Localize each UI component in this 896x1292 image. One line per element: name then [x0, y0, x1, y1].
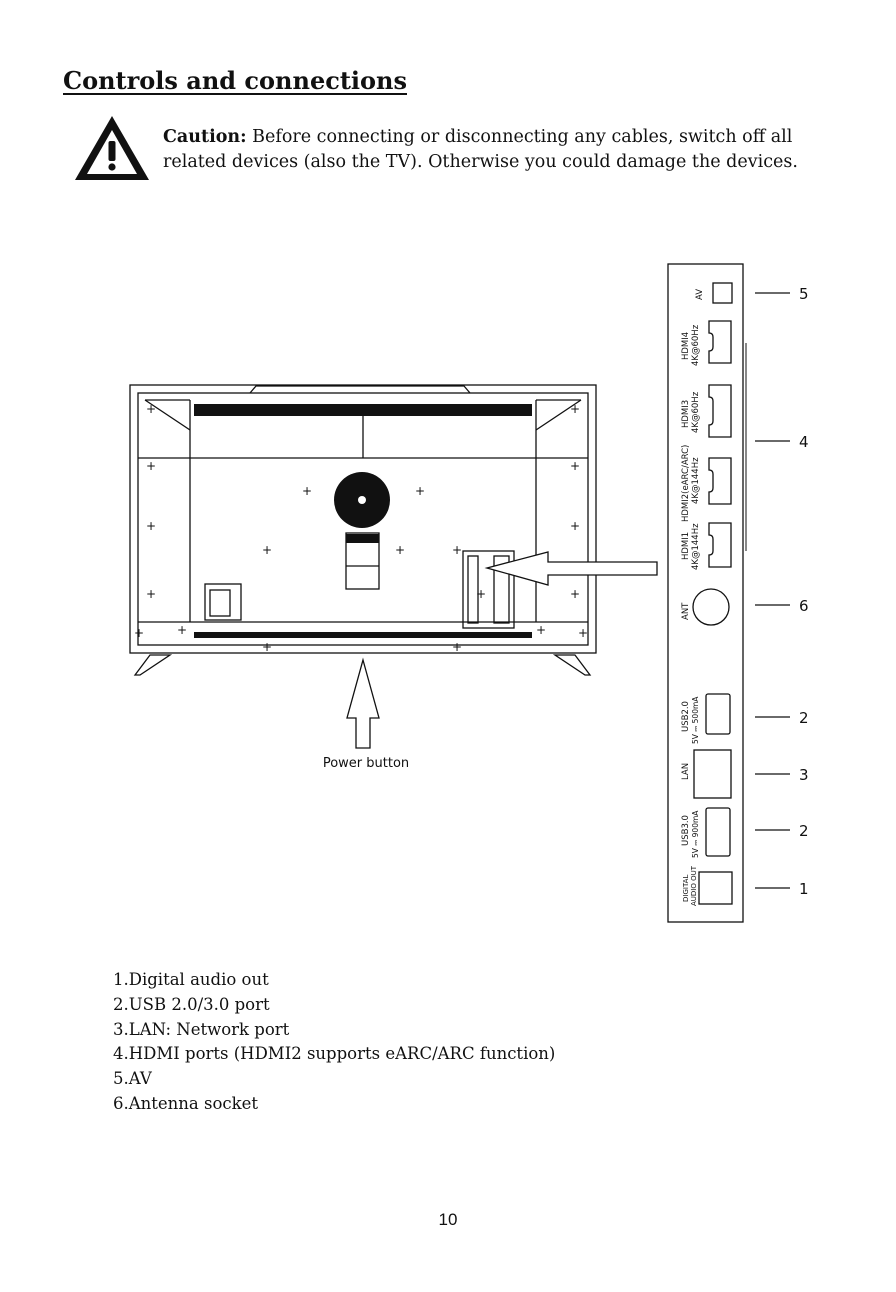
- svg-text:+: +: [262, 640, 272, 654]
- power-button-label: Power button: [323, 756, 409, 771]
- svg-text:+: +: [146, 519, 156, 533]
- legend-item: 2.USB 2.0/3.0 port: [113, 994, 270, 1014]
- callout-2b: 2: [799, 822, 809, 840]
- svg-text:+: +: [415, 484, 425, 498]
- hdmi1-port: [708, 522, 732, 568]
- svg-text:+: +: [302, 484, 312, 498]
- hdmi2-label: HDMI2(eARC/ARC): [681, 445, 691, 522]
- svg-text:+: +: [146, 402, 156, 416]
- callout-3: 3: [799, 766, 809, 784]
- port-panel: AV HDMI4 4K@60Hz HDMI3 4K@60Hz HDMI2(eAR…: [667, 263, 744, 923]
- tv-rear-diagram: + + + + + + + + + + + + + + + + + + + + Power butt…: [129, 263, 809, 923]
- legend-item: 3.LAN: Network port: [113, 1019, 290, 1039]
- antenna-socket: [692, 588, 730, 626]
- digital-label: DIGITAL: [682, 875, 690, 902]
- svg-text:+: +: [177, 623, 187, 637]
- svg-text:+: +: [570, 519, 580, 533]
- svg-text:+: +: [452, 543, 462, 557]
- usb30-spec: 5V ⎓ 900mA: [691, 810, 700, 858]
- hdmi1-spec: 4K@144Hz: [691, 523, 701, 570]
- caution-note: Caution: Before connecting or disconnect…: [163, 125, 833, 175]
- digital-audio-port: [698, 871, 733, 905]
- legend-item: 5.AV: [113, 1069, 152, 1089]
- svg-text:+: +: [476, 587, 486, 601]
- usb20-spec: 5V ⎓ 500mA: [691, 696, 700, 744]
- caution-body: Before connecting or disconnecting any c…: [163, 127, 798, 172]
- svg-text:+: +: [134, 626, 144, 640]
- av-label: AV: [695, 289, 705, 300]
- hdmi3-port: [708, 384, 732, 438]
- callout-4: 4: [799, 433, 809, 451]
- usb20-port: [705, 693, 731, 735]
- hdmi4-port: [708, 320, 732, 364]
- caution-label: Caution:: [163, 127, 247, 147]
- usb30-port: [705, 807, 731, 857]
- legend-item: 6.Antenna socket: [113, 1093, 259, 1113]
- callout-1: 1: [799, 880, 809, 898]
- callout-2a: 2: [799, 709, 809, 727]
- callout-6: 6: [799, 597, 809, 615]
- svg-text:+: +: [146, 459, 156, 473]
- hdmi3-label: HDMI3: [681, 400, 691, 428]
- tv-back-outline: [129, 384, 597, 676]
- screw-markers: + + + + + + + + + + + + + + + + + + + +: [134, 402, 588, 654]
- svg-text:+: +: [570, 587, 580, 601]
- page-number: 10: [438, 1210, 458, 1229]
- svg-text:+: +: [452, 640, 462, 654]
- callout-lines: [755, 292, 790, 889]
- legend-item: 4.HDMI ports (HDMI2 supports eARC/ARC fu…: [113, 1044, 556, 1064]
- hdmi4-spec: 4K@60Hz: [691, 324, 701, 366]
- svg-text:+: +: [578, 626, 588, 640]
- port-zoom-arrow: [484, 551, 658, 586]
- hdmi2-port: [708, 457, 732, 505]
- hdmi2-spec: 4K@144Hz: [691, 457, 701, 504]
- legend-item: 1.Digital audio out: [113, 970, 269, 989]
- port-legend: 1.Digital audio out 2.USB 2.0/3.0 port 3…: [113, 968, 555, 1117]
- callout-5: 5: [799, 285, 809, 303]
- hdmi3-spec: 4K@60Hz: [691, 391, 701, 433]
- svg-text:+: +: [395, 543, 405, 557]
- usb20-label: USB2.0: [681, 701, 691, 732]
- ant-label: ANT: [681, 602, 691, 620]
- hdmi1-label: HDMI1: [681, 532, 691, 560]
- usb30-label: USB3.0: [681, 815, 691, 846]
- av-port: [712, 282, 733, 304]
- svg-text:+: +: [570, 402, 580, 416]
- power-button-arrow: [346, 657, 380, 749]
- svg-text:+: +: [262, 543, 272, 557]
- svg-text:+: +: [536, 623, 546, 637]
- page-title: Controls and connections: [63, 66, 407, 95]
- hdmi4-label: HDMI4: [681, 332, 691, 360]
- lan-label: LAN: [681, 763, 691, 780]
- audio-out-label: AUDIO OUT: [690, 865, 698, 906]
- svg-text:+: +: [146, 587, 156, 601]
- svg-text:+: +: [570, 459, 580, 473]
- lan-port: [693, 749, 732, 799]
- warning-icon: [75, 116, 149, 180]
